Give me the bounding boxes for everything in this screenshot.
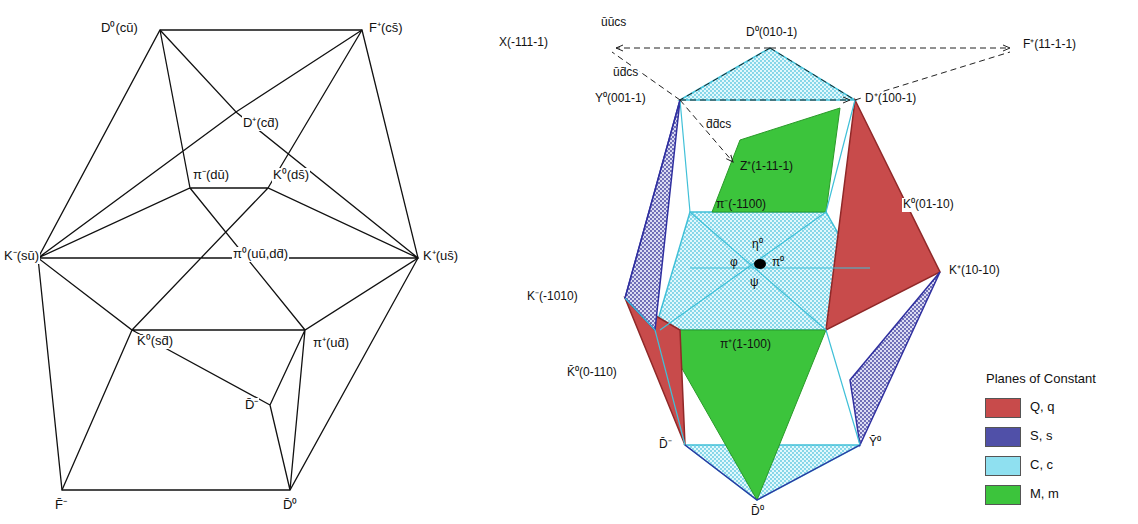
vertex-label: K⁰(01-10): [902, 198, 955, 212]
vertex-label: K̄⁰(0-110): [566, 366, 618, 380]
vertex-label: K⁻(sū): [3, 249, 40, 264]
vertex-label: D⁰(cū): [100, 21, 139, 36]
vertex-label: Z⁺(1-11-1): [740, 160, 793, 174]
vertex-label: π⁻(-1100): [716, 198, 766, 212]
vertex-label: π⁻(dū): [192, 168, 230, 183]
legend-swatch: [985, 427, 1021, 447]
vertex-label: D̄⁻: [658, 438, 673, 452]
dashed-lines: [612, 48, 1010, 162]
vertex-label: Planes of Constant: [985, 372, 1097, 387]
vertex-label: K⁺(10-10): [948, 264, 1001, 278]
legend-swatch: [985, 398, 1021, 418]
legend-swatch: [985, 485, 1021, 505]
vertex-label: F̄⁻: [54, 498, 68, 513]
vertex-label: D̄⁰: [282, 498, 298, 513]
right-polyhedron: [625, 48, 940, 500]
legend-swatch: [985, 456, 1021, 476]
vertex-label: D̄⁻: [244, 398, 259, 413]
vertex-label: d̄d̄cs: [706, 118, 731, 132]
vertex-label: K⁺(us̄): [422, 249, 459, 264]
vertex-label: π⁰(uū,dd̄): [232, 247, 289, 262]
legend-text: C, c: [1030, 458, 1053, 473]
vertex-label: π⁰: [772, 256, 784, 270]
vertex-label: ψ: [750, 276, 759, 290]
legend-text: S, s: [1030, 429, 1052, 444]
vertex-label: D⁺(cd̄): [242, 116, 280, 131]
vertex-label: D̄⁰: [750, 505, 765, 519]
vertex-label: Ȳ⁰: [868, 436, 882, 450]
legend-text: Q, q: [1030, 400, 1055, 415]
vertex-label: Y⁰(001-1): [594, 92, 647, 106]
vertex-label: F⁺(cs̄): [368, 21, 404, 36]
vertex-label: D⁰(010-1): [745, 26, 798, 40]
left-polyhedron: [38, 30, 418, 490]
vertex-label: K⁻(-1010): [526, 290, 579, 304]
vertex-label: η⁰: [752, 238, 763, 252]
vertex-label: π⁺(ud̄): [312, 336, 350, 351]
legend-text: M, m: [1030, 487, 1059, 502]
vertex-label: ūūcs: [600, 16, 627, 30]
vertex-label: D⁺(100-1): [864, 92, 917, 106]
vertex-label: φ: [730, 256, 738, 270]
vertex-label: X(-111-1): [498, 36, 549, 50]
vertex-label: F⁺(11-1-1): [1022, 38, 1077, 52]
vertex-label: K̄⁰(sd̄): [136, 334, 174, 349]
vertex-label: π⁺(1-100): [720, 338, 771, 352]
vertex-label: K⁰(ds̄): [272, 168, 310, 183]
vertex-label: ūd̄cs: [612, 66, 639, 80]
